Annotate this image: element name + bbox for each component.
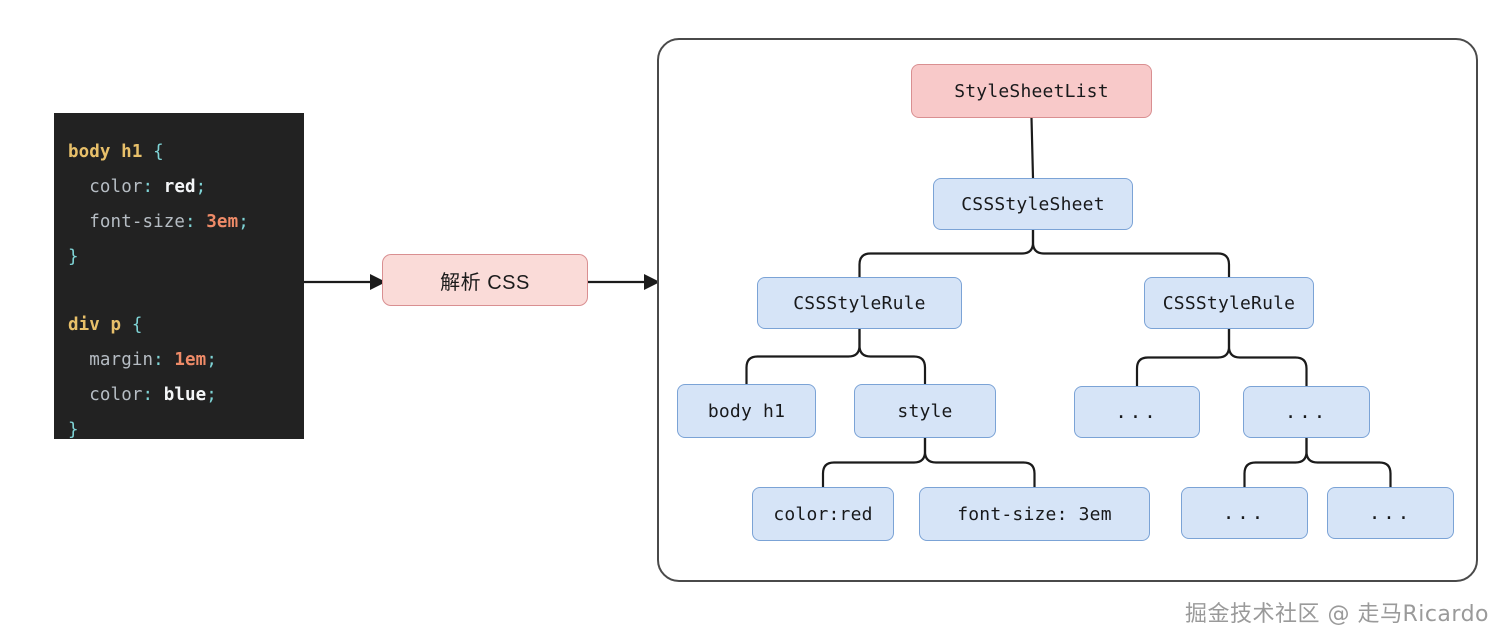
code-token: 3em	[206, 212, 239, 232]
code-token: div p	[68, 315, 122, 335]
code-token: ;	[206, 350, 217, 370]
tree-node-body-h1: body h1	[677, 384, 816, 438]
code-line: }	[68, 413, 288, 448]
code-token	[68, 177, 89, 197]
tree-node-style: style	[854, 384, 996, 438]
code-line: }	[68, 240, 288, 275]
code-line: div p {	[68, 308, 288, 343]
code-line	[68, 275, 288, 308]
code-token: :	[153, 350, 175, 370]
tree-node-label: font-size: 3em	[957, 503, 1112, 525]
watermark-text: 掘金技术社区 @ 走马Ricardo	[1184, 602, 1489, 627]
code-line: font-size: 3em;	[68, 205, 288, 240]
tree-node-rule-right: CSSStyleRule	[1144, 277, 1314, 329]
code-token	[68, 212, 89, 232]
code-token: :	[142, 385, 164, 405]
code-token: color	[89, 385, 143, 405]
tree-node-label: CSSStyleSheet	[961, 193, 1105, 215]
code-token	[68, 350, 89, 370]
tree-node-label: color:red	[773, 503, 873, 525]
code-token: 1em	[174, 350, 207, 370]
tree-node-stylesheetlist: StyleSheetList	[911, 64, 1152, 118]
tree-node-color-red: color:red	[752, 487, 894, 541]
code-token: font-size	[89, 212, 186, 232]
code-token: body h1	[68, 142, 143, 162]
parse-css-label: 解析 CSS	[440, 271, 530, 294]
code-token: blue	[163, 385, 207, 405]
tree-node-label: ...	[1115, 401, 1159, 423]
tree-node-font-size-3em: font-size: 3em	[919, 487, 1150, 541]
code-token: }	[68, 247, 79, 267]
code-line: margin: 1em;	[68, 343, 288, 378]
code-line: color: red;	[68, 170, 288, 205]
code-token: }	[68, 420, 79, 440]
tree-node-label: ...	[1222, 502, 1267, 524]
code-token	[142, 142, 153, 162]
css-source-code-block: body h1 { color: red; font-size: 3em;} di…	[54, 113, 304, 440]
code-token: ;	[195, 177, 207, 197]
tree-node-label: style	[897, 400, 953, 422]
tree-node-label: CSSStyleRule	[793, 292, 926, 314]
tree-node-rule-left: CSSStyleRule	[757, 277, 962, 329]
arrow-code-to-parse	[304, 274, 386, 290]
arrow-parse-to-tree	[588, 274, 660, 290]
tree-node-label: ...	[1368, 502, 1413, 524]
code-line: body h1 {	[68, 135, 288, 170]
tree-node-dots-r2: ...	[1243, 386, 1370, 438]
code-token: ;	[206, 385, 217, 405]
code-token: :	[185, 212, 207, 232]
code-token: margin	[89, 350, 154, 370]
tree-node-label: CSSStyleRule	[1162, 292, 1296, 314]
code-line: color: blue;	[68, 378, 288, 413]
code-token: color	[89, 177, 143, 197]
code-token	[121, 315, 132, 335]
tree-node-dots-r3: ...	[1181, 487, 1308, 539]
code-token: ;	[238, 212, 249, 232]
code-token: {	[153, 142, 164, 162]
parse-css-step: 解析 CSS	[382, 254, 588, 306]
tree-node-label: StyleSheetList	[954, 80, 1109, 102]
tree-node-dots-r1: ...	[1074, 386, 1200, 438]
tree-node-dots-r4: ...	[1327, 487, 1454, 539]
code-token	[68, 385, 89, 405]
tree-node-label: ...	[1284, 401, 1329, 423]
code-token: :	[142, 177, 164, 197]
code-token: red	[163, 177, 196, 197]
tree-node-cssstylesheet: CSSStyleSheet	[933, 178, 1133, 230]
tree-node-label: body h1	[707, 400, 786, 422]
code-token: {	[131, 315, 143, 335]
